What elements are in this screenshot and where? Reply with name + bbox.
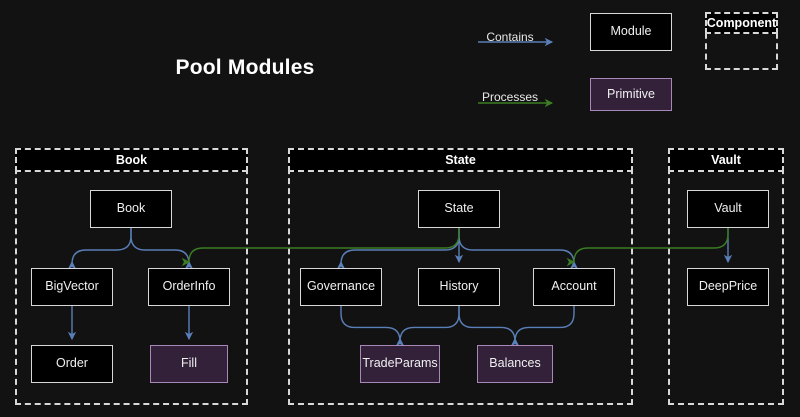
node-vault[interactable]: Vault: [687, 190, 769, 228]
group-label-book: Book: [115, 153, 148, 167]
page-title: Pool Modules: [175, 56, 315, 79]
legend-component-header: Component: [705, 12, 778, 34]
node-state[interactable]: State: [418, 190, 500, 228]
node-label-vault: Vault: [714, 201, 742, 216]
group-label-vault: Vault: [711, 153, 741, 167]
node-label-governance: Governance: [306, 279, 376, 294]
node-orderinfo[interactable]: OrderInfo: [148, 268, 230, 306]
node-fill[interactable]: Fill: [150, 345, 228, 383]
node-label-balances: Balances: [489, 356, 541, 371]
node-deepprice[interactable]: DeepPrice: [687, 268, 769, 306]
node-label-order: Order: [56, 356, 88, 371]
legend-contains-label: Contains: [486, 30, 534, 44]
legend-component-label: Component: [706, 16, 777, 30]
node-history[interactable]: History: [418, 268, 500, 306]
node-label-tradeparams: TradeParams: [362, 356, 438, 371]
legend-primitive-box: Primitive: [590, 78, 672, 111]
group-header-book: Book: [15, 148, 248, 172]
node-label-history: History: [439, 279, 479, 294]
node-tradeparams[interactable]: TradeParams: [360, 345, 440, 383]
node-label-deepprice: DeepPrice: [698, 279, 758, 294]
group-header-vault: Vault: [668, 148, 784, 172]
node-label-bigvector: BigVector: [45, 279, 99, 294]
node-account[interactable]: Account: [533, 268, 615, 306]
node-governance[interactable]: Governance: [300, 268, 382, 306]
legend-module-label: Module: [610, 24, 652, 39]
node-balances[interactable]: Balances: [477, 345, 553, 383]
node-bigvector[interactable]: BigVector: [31, 268, 113, 306]
node-order[interactable]: Order: [31, 345, 113, 383]
legend-module-box: Module: [590, 13, 672, 51]
node-label-orderinfo: OrderInfo: [162, 279, 216, 294]
legend-primitive-label: Primitive: [607, 86, 655, 101]
legend-processes-label: Processes: [481, 90, 539, 104]
group-label-state: State: [445, 153, 476, 167]
group-header-state: State: [288, 148, 633, 172]
node-label-book: Book: [116, 201, 146, 216]
node-label-account: Account: [551, 279, 597, 294]
node-label-state: State: [444, 201, 474, 216]
node-label-fill: Fill: [181, 356, 197, 371]
node-book[interactable]: Book: [90, 190, 172, 228]
